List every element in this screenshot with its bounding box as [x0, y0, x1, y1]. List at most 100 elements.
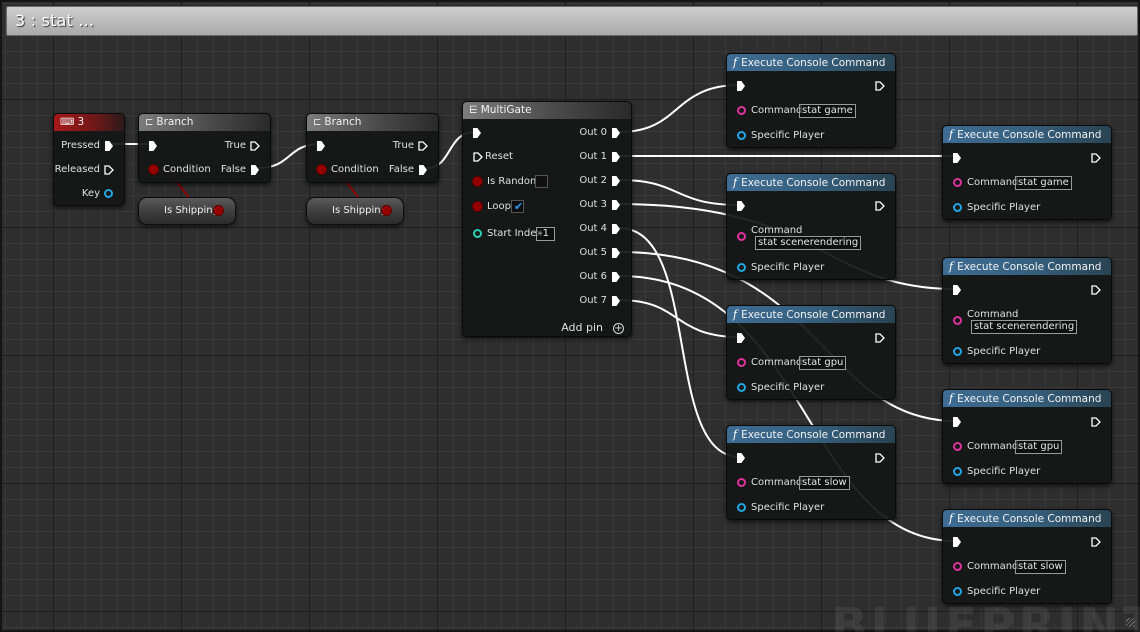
branch-2-header[interactable]: ⊏Branch: [307, 114, 438, 131]
console-exec-out-pin[interactable]: [875, 333, 885, 343]
command-string-pin[interactable]: [737, 106, 746, 115]
specific-player-pin[interactable]: [953, 203, 962, 212]
console-exec-in-pin[interactable]: [737, 201, 745, 211]
command-input[interactable]: stat slow: [1015, 560, 1066, 574]
is-shipping-1-return-pin[interactable]: [214, 206, 223, 215]
branch-1-exec-in[interactable]: [149, 141, 157, 151]
is-random-checkbox[interactable]: [535, 175, 548, 188]
console-exec-out-pin[interactable]: [875, 81, 885, 91]
command-string-pin[interactable]: [953, 178, 962, 187]
is-shipping-2-return-pin[interactable]: [382, 206, 391, 215]
pressed-exec-pin[interactable]: [105, 141, 113, 151]
multigate-out-0-pin[interactable]: [612, 128, 620, 138]
console-exec-out-pin[interactable]: [1091, 153, 1101, 163]
multigate-out-2-pin[interactable]: [612, 176, 620, 186]
branch-2-exec-in[interactable]: [317, 141, 325, 151]
console-exec-out-pin[interactable]: [875, 201, 885, 211]
add-pin-icon[interactable]: +: [613, 323, 624, 334]
console-exec-in-pin[interactable]: [737, 81, 745, 91]
multigate-out-4-pin[interactable]: [612, 224, 620, 234]
key-struct-pin[interactable]: [104, 189, 113, 198]
specific-player-pin[interactable]: [737, 383, 746, 392]
branch-node-1[interactable]: ⊏Branch True Condition False: [138, 113, 271, 183]
resize-grip-icon[interactable]: [1126, 618, 1135, 627]
console-exec-out-pin[interactable]: [1091, 285, 1101, 295]
multigate-loop-label: Loop: [487, 201, 511, 212]
command-string-pin[interactable]: [953, 316, 962, 325]
is-shipping-node-2[interactable]: Is Shipping: [306, 197, 404, 225]
console-exec-in-pin[interactable]: [953, 153, 961, 163]
loop-checkbox[interactable]: ✔: [511, 200, 524, 213]
command-input[interactable]: stat game: [799, 104, 856, 118]
command-string-pin[interactable]: [953, 442, 962, 451]
comment-box-header[interactable]: 3 : stat ...: [6, 6, 1138, 36]
console-exec-in-pin[interactable]: [953, 537, 961, 547]
command-input[interactable]: stat gpu: [799, 356, 847, 370]
command-string-pin[interactable]: [737, 232, 746, 241]
released-exec-pin[interactable]: [104, 165, 114, 175]
branch-1-false-pin[interactable]: [251, 165, 259, 175]
multigate-header[interactable]: ⋿MultiGate: [463, 102, 631, 119]
command-input[interactable]: stat slow: [799, 476, 850, 490]
command-input[interactable]: stat scenerendering: [755, 236, 862, 250]
multigate-start-index-pin[interactable]: [473, 229, 482, 238]
multigate-is-random-pin[interactable]: [473, 177, 482, 186]
branch-2-false-pin[interactable]: [419, 165, 427, 175]
is-shipping-node-1[interactable]: Is Shipping: [138, 197, 236, 225]
branch-1-header[interactable]: ⊏Branch: [139, 114, 270, 131]
command-input[interactable]: stat scenerendering: [971, 320, 1078, 334]
console-exec-out-pin[interactable]: [1091, 417, 1101, 427]
multigate-out-7-pin[interactable]: [612, 296, 620, 306]
console-exec-out-pin[interactable]: [875, 453, 885, 463]
console-exec-in-pin[interactable]: [737, 453, 745, 463]
console-exec-in-pin[interactable]: [737, 333, 745, 343]
console-exec-in-pin[interactable]: [953, 285, 961, 295]
multigate-node[interactable]: ⋿MultiGate Reset Is Random Loop ✔ Start …: [462, 101, 632, 337]
multigate-out-1-pin[interactable]: [612, 152, 620, 162]
console-exec-out-pin[interactable]: [1091, 537, 1101, 547]
key-event-node[interactable]: ⌨3 Pressed Released Key: [53, 113, 125, 206]
specific-player-pin[interactable]: [953, 467, 962, 476]
multigate-out-3-pin[interactable]: [612, 200, 620, 210]
specific-player-pin[interactable]: [953, 587, 962, 596]
command-input[interactable]: stat gpu: [1015, 440, 1063, 454]
branch-2-true-pin[interactable]: [418, 141, 428, 151]
branch-2-condition-pin[interactable]: [317, 165, 326, 174]
specific-player-pin[interactable]: [737, 131, 746, 140]
multigate-loop-pin[interactable]: [473, 202, 482, 211]
branch-node-2[interactable]: ⊏Branch True Condition False: [306, 113, 439, 183]
command-string-pin[interactable]: [737, 478, 746, 487]
multigate-out-5-pin[interactable]: [612, 248, 620, 258]
branch-1-true-pin[interactable]: [250, 141, 260, 151]
start-index-input[interactable]: -1: [536, 227, 555, 241]
multigate-reset-pin[interactable]: [473, 152, 483, 162]
command-string-pin[interactable]: [953, 562, 962, 571]
console-exec-in-pin[interactable]: [953, 417, 961, 427]
branch-1-condition-pin[interactable]: [149, 165, 158, 174]
specific-player-pin[interactable]: [737, 263, 746, 272]
specific-player-pin[interactable]: [737, 503, 746, 512]
multigate-out-6-pin[interactable]: [612, 272, 620, 282]
command-input[interactable]: stat game: [1015, 176, 1072, 190]
key-event-header[interactable]: ⌨3: [54, 114, 124, 131]
multigate-exec-in[interactable]: [473, 128, 481, 138]
specific-player-pin[interactable]: [953, 347, 962, 356]
command-string-pin[interactable]: [737, 358, 746, 367]
